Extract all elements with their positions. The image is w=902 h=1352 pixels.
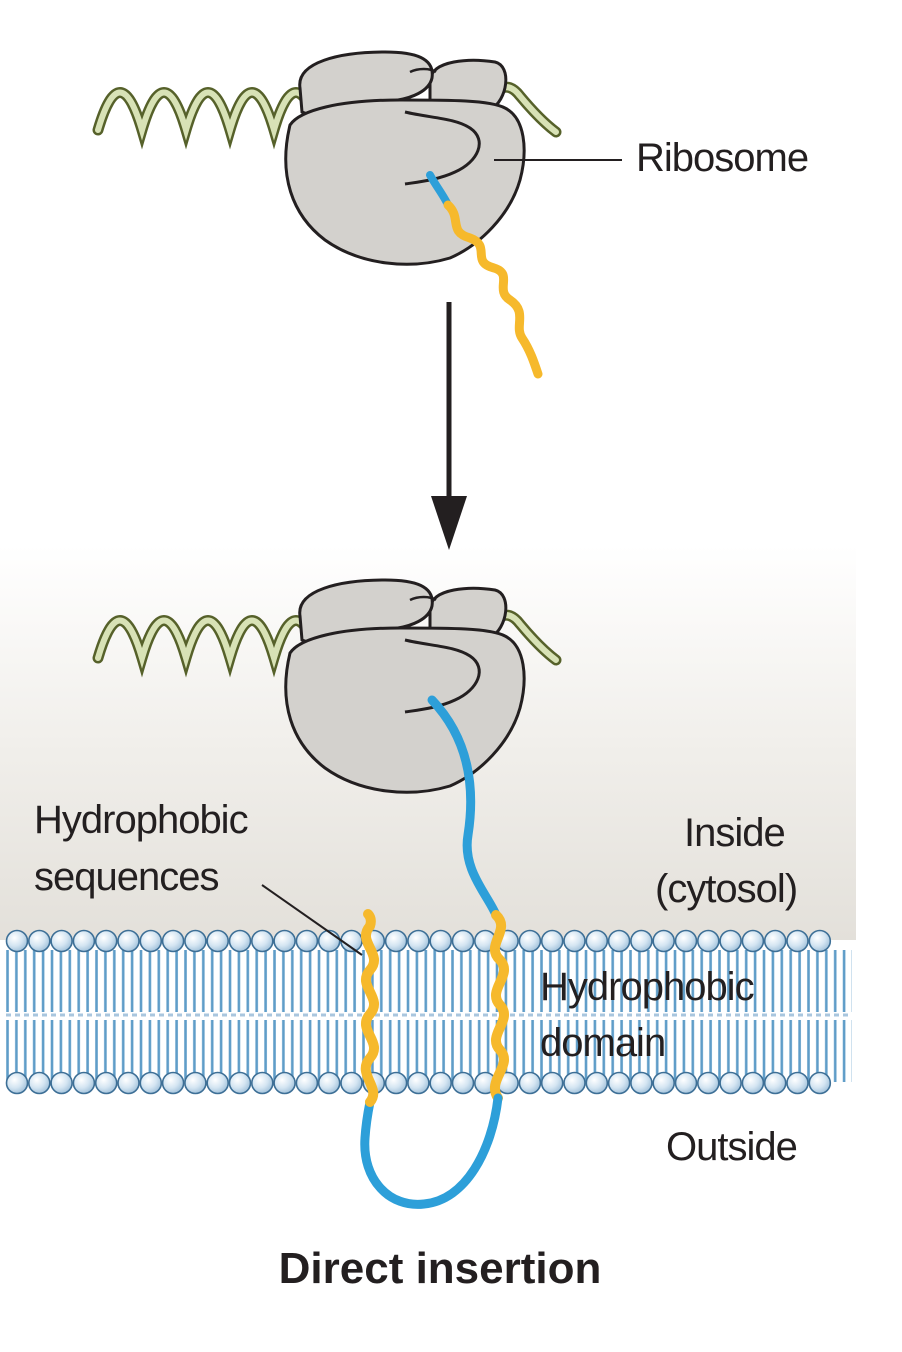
lipid-head [139,929,163,953]
lipid-head [317,929,341,953]
hydrophobic-domain-label-line2: domain [540,1021,666,1065]
lipid-bilayer [5,929,852,1095]
lipid-head [250,929,274,953]
lipid-head [50,929,73,953]
lipid-head [72,929,96,953]
lipid-head [228,1071,252,1095]
lipid-head [741,929,765,953]
lipid-head [94,1071,118,1095]
lipid-head [139,1071,163,1095]
lipid-head [94,929,118,953]
lipid-head [719,929,742,953]
lipid-head [674,1071,698,1095]
lipid-head [27,929,51,953]
lipid-head [540,1071,564,1095]
lipid-head [741,1071,765,1095]
lipid-head [763,929,787,953]
lipid-head [696,1071,720,1095]
lipid-head [652,929,676,953]
lipid-head [117,929,140,953]
ribosome-label: Ribosome [636,136,809,180]
lipid-head [808,929,832,953]
lipid-head [228,929,252,953]
ribosome-bottom [284,578,526,794]
lipid-head [786,1071,809,1095]
lipid-head [407,1071,430,1095]
hydrophobic-sequences-pointer-line [261,884,363,956]
outside-label: Outside [666,1125,798,1169]
lipid-head [295,929,319,953]
lipid-head [117,1071,140,1095]
lipid-head [630,929,653,953]
lipid-head [652,1071,676,1095]
lipid-head [808,1071,832,1095]
lipid-head [184,1071,207,1095]
lipid-head [451,1071,475,1095]
lipid-head [50,1071,73,1095]
lipid-head [585,1071,609,1095]
lipid-head [607,929,631,953]
lipid-head [719,1071,742,1095]
ribosome-top [284,50,526,266]
inside-label-line2: (cytosol) [655,867,798,911]
lipid-head [5,929,29,953]
lipid-head [540,929,564,953]
lipid-head [273,1071,296,1095]
lipid-head [161,929,185,953]
figure-caption: Direct insertion [278,1244,602,1293]
inside-label-line1: Inside [684,811,786,855]
lipid-head [518,929,542,953]
lipid-head [563,1071,586,1095]
polypeptide-bottom [360,695,509,1209]
lipid-head [585,929,609,953]
lipid-head [429,1071,453,1095]
lipid-head [407,929,430,953]
lipid-head [340,1071,363,1095]
lipid-head [5,1071,29,1095]
lipid-head [72,1071,96,1095]
lipid-head [206,1071,229,1095]
lipid-head [317,1071,341,1095]
lipid-heads-top [5,929,832,953]
lipid-head [161,1071,185,1095]
lipid-head [786,929,809,953]
lipid-heads-bottom [5,1071,832,1095]
lipid-head [206,929,229,953]
lipid-head [696,929,720,953]
lipid-head [607,1071,631,1095]
lipid-head [630,1071,653,1095]
lipid-head [250,1071,274,1095]
hydrophobic-sequences-label-line1: Hydrophobic [34,798,249,842]
hydrophobic-domain-label-line1: Hydrophobic [540,965,755,1009]
lipid-head [384,1071,408,1095]
lipid-head [273,929,296,953]
hydrophobic-sequences-label-line2: sequences [34,855,219,899]
lipid-head [563,929,586,953]
lipid-head [295,1071,319,1095]
polypeptide-top [426,171,543,379]
lipid-head [451,929,475,953]
lipid-head [763,1071,787,1095]
lipid-head [518,1071,542,1095]
lipid-head [429,929,453,953]
lipid-head [27,1071,51,1095]
lipid-head [384,929,408,953]
transition-arrow [431,302,467,550]
lipid-head [674,929,698,953]
lipid-head [184,929,207,953]
